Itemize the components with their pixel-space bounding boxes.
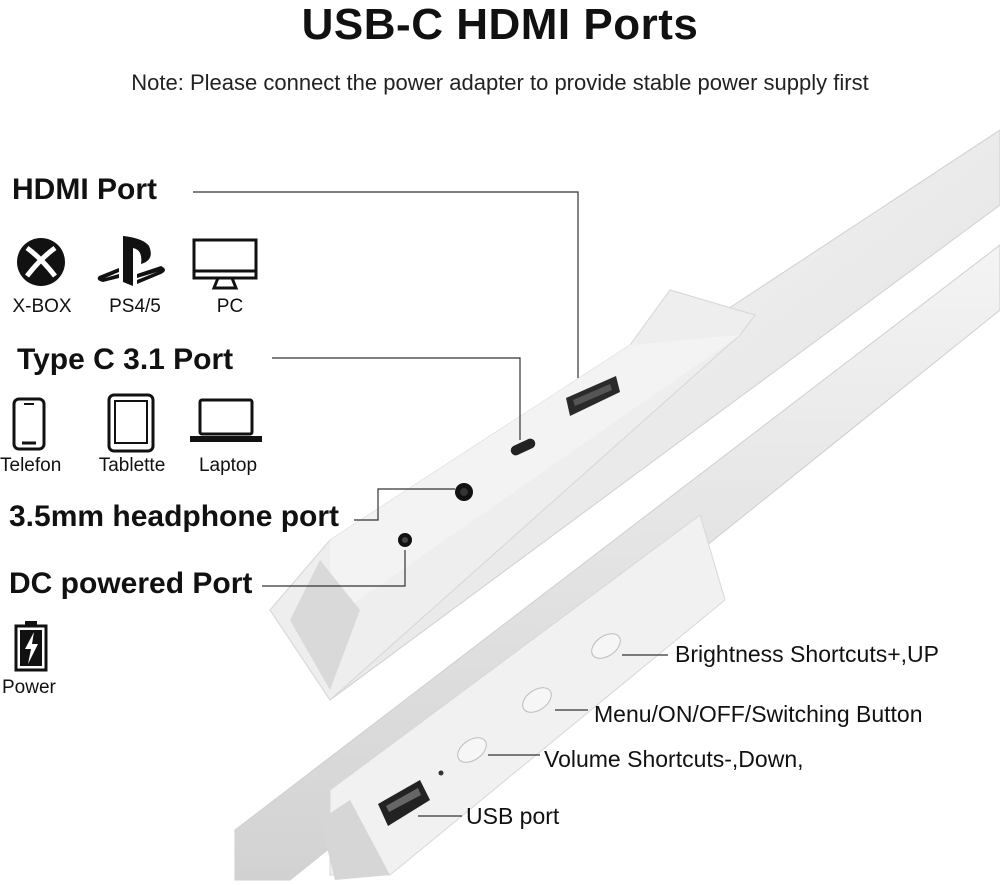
dc-port-label: DC powered Port [9, 567, 253, 600]
playstation-icon [95, 234, 169, 290]
device-label-laptop: Laptop [198, 455, 258, 476]
device-label-xbox: X-BOX [12, 296, 72, 317]
brightness-button-graphic [591, 633, 621, 659]
power-note: Note: Please connect the power adapter t… [131, 70, 869, 95]
headphone-port-label: 3.5mm headphone port [9, 500, 340, 533]
brightness-button-label: Brightness Shortcuts+,UP [675, 641, 939, 667]
menu-button-label: Menu/ON/OFF/Switching Button [594, 701, 923, 727]
monitor-icon [190, 236, 260, 290]
device-label-phone: Telefon [0, 455, 62, 476]
volume-button-label: Volume Shortcuts-,Down, [544, 746, 804, 772]
laptop-icon [188, 396, 264, 448]
page-title: USB-C HDMI Ports [301, 0, 699, 49]
phone-icon [10, 396, 50, 452]
usbc-port-graphic [510, 438, 536, 456]
led-indicator [438, 770, 444, 776]
tablet-icon [106, 393, 158, 453]
hdmi-port-label: HDMI Port [12, 173, 157, 206]
usb-port-label: USB port [466, 803, 560, 829]
device-label-pc: PC [216, 296, 244, 317]
battery-charging-icon [14, 620, 50, 672]
xbox-icon [15, 236, 69, 290]
leader-lines [193, 191, 668, 817]
typec-port-label: Type C 3.1 Port [17, 343, 234, 376]
device-label-ps: PS4/5 [109, 296, 161, 317]
volume-button-graphic [457, 737, 487, 763]
menu-button-graphic [522, 687, 552, 713]
device-label-tablet: Tablette [98, 455, 166, 476]
device-label-power: Power [2, 677, 56, 698]
